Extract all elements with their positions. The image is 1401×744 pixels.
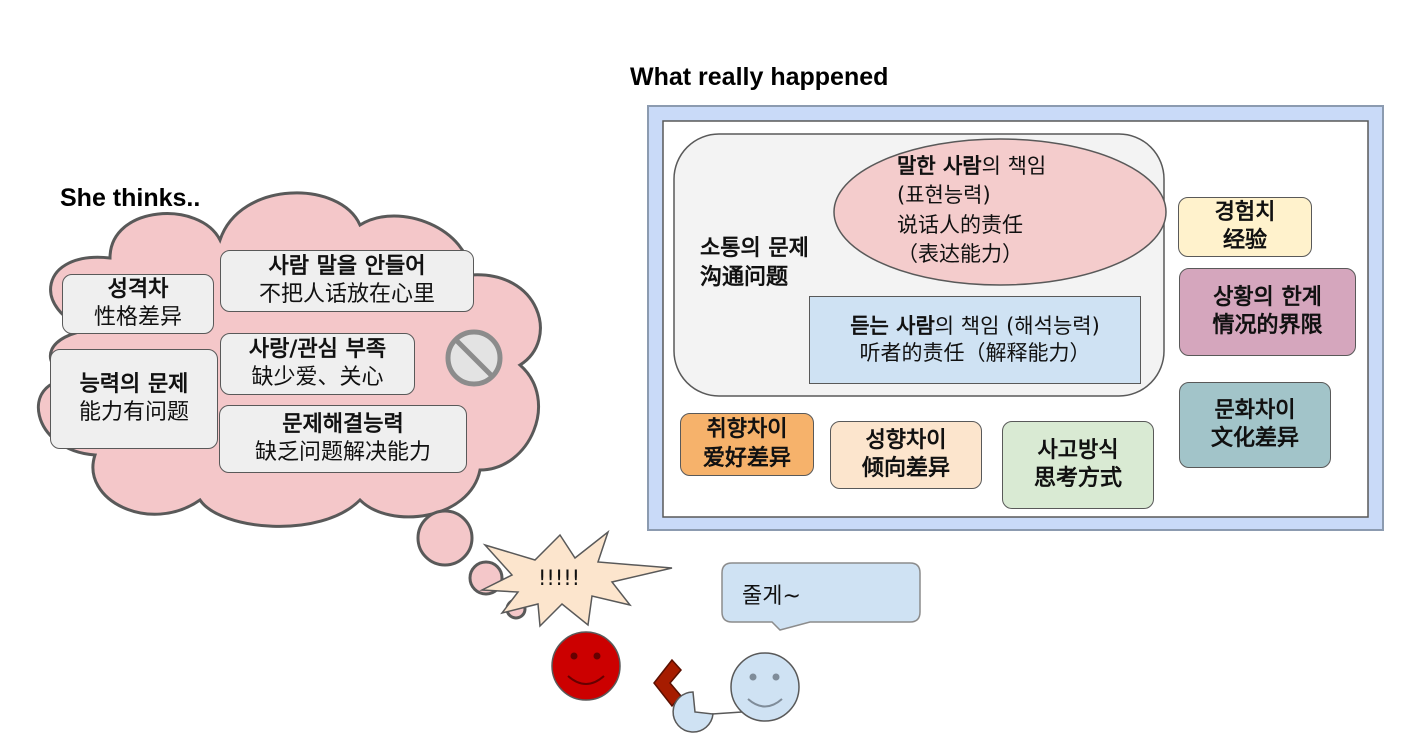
speaker-ellipse: [833, 138, 1167, 286]
speaker-bold: 말한 사람: [897, 154, 982, 178]
personality-box: 성격차 性格差异: [62, 274, 214, 334]
thinking-zh: 思考方式: [1033, 466, 1122, 491]
culture-zh: 文化差异: [1210, 426, 1299, 451]
ability-ko: 능력의 문제: [79, 371, 189, 397]
listener-line2: 听者的责任（解释能力）: [859, 341, 1091, 365]
situation-zh: 情况的界限: [1212, 313, 1323, 338]
thought-bubble-large: [416, 509, 474, 567]
problem-solving-zh: 缺乏问题解决能力: [254, 440, 431, 465]
personality-zh: 性格差异: [93, 305, 182, 330]
listener-box: 듣는 사람의 책임 (해석능력) 听者的责任（解释能力）: [809, 296, 1141, 384]
speaker-line2: (표현능력): [897, 183, 991, 208]
lack-of-love-ko: 사랑/관심 부족: [248, 336, 387, 362]
ability-box: 능력의 문제 能力有问题: [50, 349, 218, 449]
ability-zh: 能力有问题: [78, 400, 189, 425]
personality-ko: 성격차: [107, 276, 169, 302]
speaker-line4: （表达能力）: [897, 242, 1023, 267]
communication-ko: 소통의 문제: [700, 236, 809, 261]
prohibited-icon: [445, 329, 503, 387]
situation-ko: 상황의 한계: [1213, 284, 1322, 310]
experience-box: 경험치 经验: [1178, 197, 1312, 257]
hobby-box: 취향차이 爱好差异: [680, 413, 814, 476]
speaker-text: 말한 사람의 책임 (표현능력) 说话人的责任 （表达能力）: [897, 152, 1046, 270]
she-thinks-title: She thinks..: [60, 184, 201, 212]
lack-of-love-box: 사랑/관심 부족 缺少爱、关心: [220, 333, 415, 395]
hobby-zh: 爱好差异: [702, 445, 791, 471]
culture-box: 문화차이 文化差异: [1179, 382, 1331, 468]
not-listening-box: 사람 말을 안들어 不把人话放在心里: [220, 250, 474, 312]
hand-shape: [672, 691, 714, 733]
speech-text: 줄게~: [742, 584, 801, 609]
communication-label: 소통의 문제 沟通问题: [700, 235, 809, 292]
explosion-shape: [479, 529, 673, 628]
not-listening-zh: 不把人话放在心里: [258, 282, 435, 307]
shout-text: !!!!!: [538, 566, 581, 590]
situation-box: 상황의 한계 情况的界限: [1179, 268, 1356, 356]
problem-solving-box: 문제해결능력 缺乏问题解决能力: [219, 405, 467, 473]
thinking-box: 사고방식 思考方式: [1002, 421, 1154, 509]
culture-ko: 문화차이: [1214, 397, 1296, 423]
what-happened-title: What really happened: [630, 63, 889, 91]
communication-zh: 沟通问题: [700, 264, 789, 290]
blue-face-icon: [730, 652, 800, 722]
not-listening-ko: 사람 말을 안들어: [268, 253, 426, 279]
listener-rest: 의 책임 (해석능력): [934, 314, 1100, 339]
hobby-ko: 취향차이: [706, 417, 788, 443]
speech-bubble: [721, 562, 921, 631]
speaker-rest: 의 책임: [981, 154, 1047, 178]
listener-bold: 듣는 사람: [850, 314, 935, 339]
problem-solving-ko: 문제해결능력: [282, 411, 404, 437]
thinking-ko: 사고방식: [1037, 437, 1119, 463]
experience-zh: 经验: [1222, 228, 1267, 253]
tendency-box: 성향차이 倾向差异: [830, 421, 982, 489]
red-face-icon: [551, 631, 621, 701]
lack-of-love-zh: 缺少爱、关心: [251, 365, 384, 390]
tendency-zh: 倾向差异: [861, 456, 950, 481]
tendency-ko: 성향차이: [865, 427, 947, 453]
speaker-line3: 说话人的责任: [897, 212, 1023, 237]
experience-ko: 경험치: [1214, 199, 1276, 225]
